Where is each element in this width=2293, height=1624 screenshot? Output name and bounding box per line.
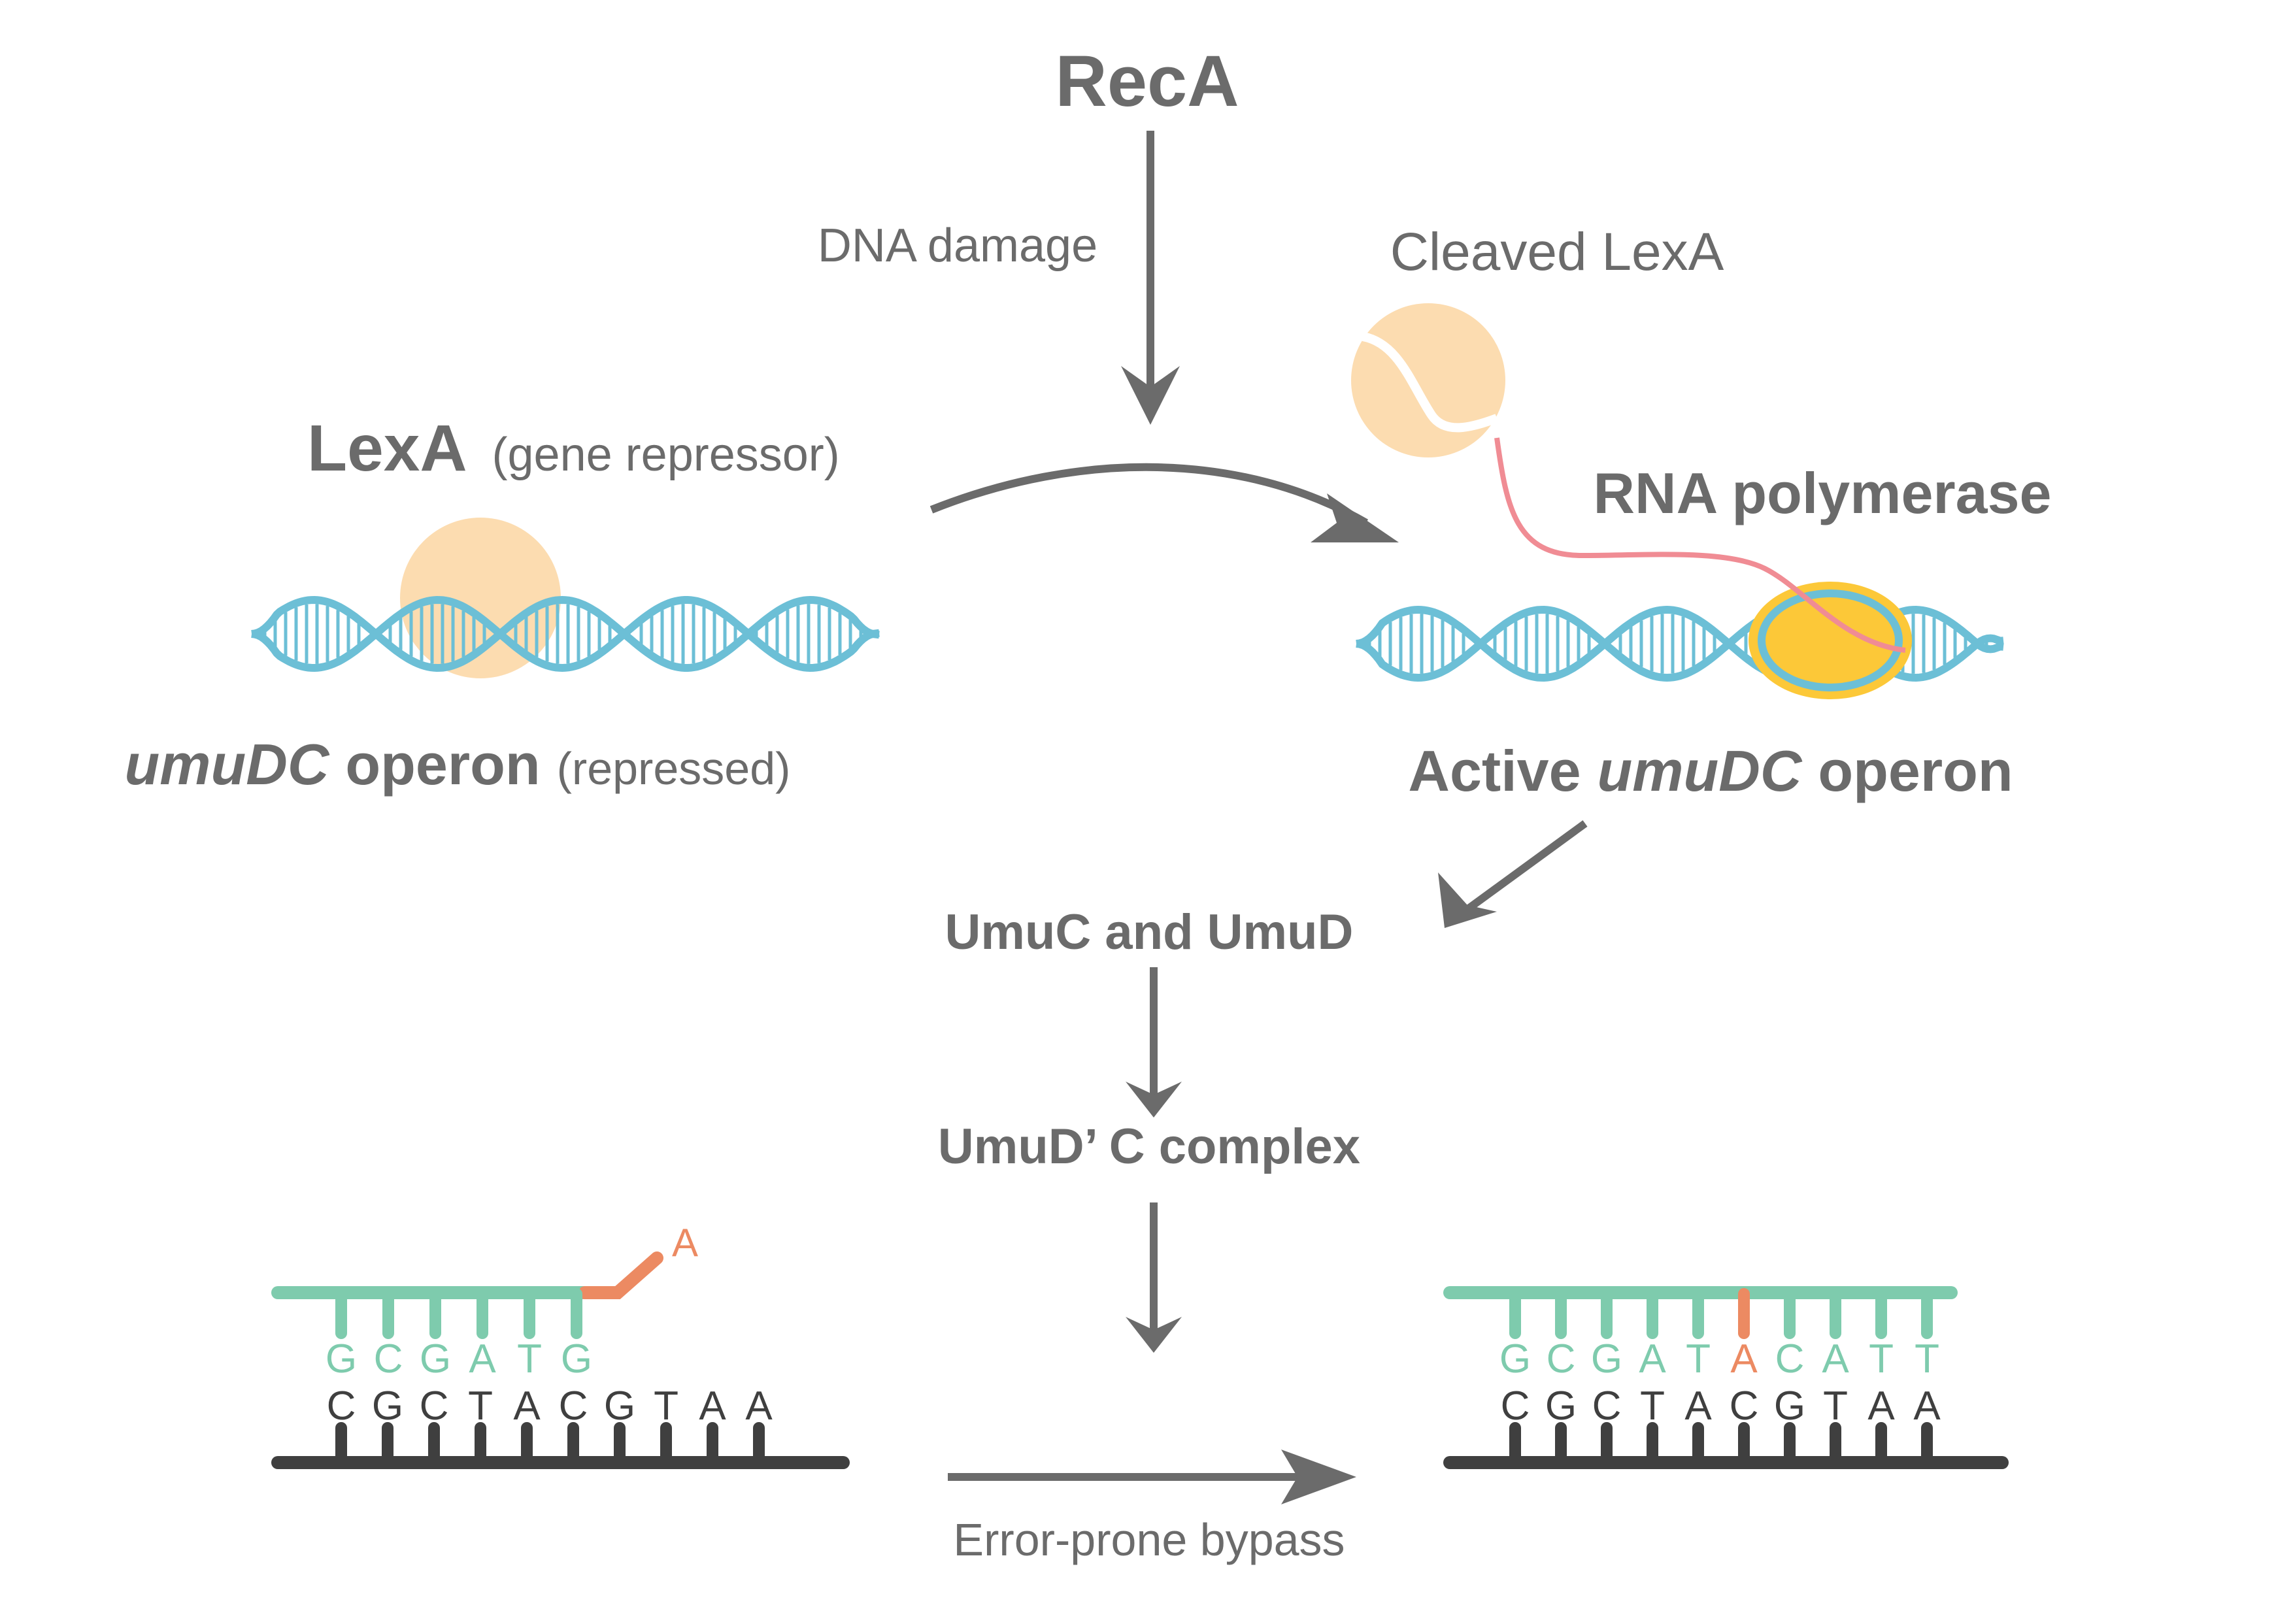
left-misincorporated-base: A [672, 1221, 698, 1265]
template-base: A [1684, 1384, 1712, 1429]
template-base: A [513, 1384, 541, 1429]
new-strand-base: T [1869, 1336, 1894, 1382]
new-strand-base: T [517, 1336, 542, 1382]
template-base: A [699, 1384, 726, 1429]
reca-down-arrow [1121, 131, 1180, 425]
complex-down-arrow [1126, 1202, 1182, 1353]
bypass-label: Error-prone bypass [953, 1514, 1345, 1565]
lexa-role: (gene repressor) [492, 429, 840, 481]
new-strand-base: G [420, 1336, 451, 1382]
template-base: C [1730, 1384, 1759, 1429]
lexa-name: LexA [307, 412, 467, 485]
new-strand-base: T [1686, 1336, 1711, 1382]
template-base: C [1501, 1384, 1530, 1429]
lexa-protein-bound [400, 518, 561, 678]
mrna-strand [1494, 437, 1906, 653]
template-base: T [1823, 1384, 1848, 1429]
repressed-umudc: umuDC [125, 732, 330, 797]
active-word: Active [1408, 738, 1581, 803]
reca-label: RecA [1055, 41, 1239, 122]
expression-arrow [1438, 820, 1588, 928]
active-umudc: umuDC [1598, 738, 1803, 803]
complex-label: UmuD’ C complex [938, 1119, 1360, 1174]
template-base: T [1640, 1384, 1665, 1429]
template-base: G [1545, 1384, 1577, 1429]
dna-damage-label: DNA damage [818, 220, 1097, 272]
left-misincorporation-branch [578, 1251, 663, 1299]
template-base: G [604, 1384, 635, 1429]
new-strand-base: C [374, 1336, 403, 1382]
new-strand-base: G [1591, 1336, 1622, 1382]
repressed-operon-word: operon [345, 732, 540, 797]
new-strand-base: T [1915, 1336, 1939, 1382]
template-base: G [1774, 1384, 1805, 1429]
new-strand-base: A [1639, 1336, 1666, 1382]
new-strand-base: G [561, 1336, 592, 1382]
dna-backbone-strand [251, 595, 880, 672]
template-base: A [745, 1384, 773, 1429]
new-strand-base: C [1547, 1336, 1576, 1382]
cleaved-lexa-protein [1351, 303, 1505, 457]
template-base: A [1913, 1384, 1941, 1429]
rna-polymerase-label: RNA polymerase [1594, 461, 2052, 525]
rna-polymerase [1749, 582, 1912, 699]
new-strand-base: C [1775, 1336, 1805, 1382]
repressed-state: (repressed) [557, 743, 791, 794]
active-dna-helix-front [1758, 589, 1903, 691]
bypass-arrow [948, 1450, 1356, 1504]
dna-backbone-strand [251, 595, 880, 672]
template-base: C [559, 1384, 588, 1429]
activation-curved-arrow [929, 463, 1399, 542]
lexa-label: LexA (gene repressor) [307, 412, 840, 485]
new-strand-base: A [1822, 1336, 1849, 1382]
new-strand-base: G [1499, 1336, 1531, 1382]
template-base: C [1592, 1384, 1622, 1429]
new-strand-base: A [469, 1336, 496, 1382]
template-base: A [1867, 1384, 1895, 1429]
umuc-umud-label: UmuC and UmuD [945, 904, 1354, 960]
new-strand-base: A [1730, 1336, 1758, 1382]
dna-through-polymerase [1758, 589, 1903, 691]
processing-arrow [1126, 967, 1182, 1118]
new-strand-base: G [326, 1336, 357, 1382]
template-base: C [327, 1384, 356, 1429]
cleaved-lexa-label: Cleaved LexA [1390, 222, 1724, 282]
template-base: G [372, 1384, 403, 1429]
template-base: C [420, 1384, 449, 1429]
template-base: T [468, 1384, 493, 1429]
active-operon-word: operon [1818, 738, 2013, 803]
template-base: T [654, 1384, 678, 1429]
repressed-dna-helix [251, 595, 880, 672]
